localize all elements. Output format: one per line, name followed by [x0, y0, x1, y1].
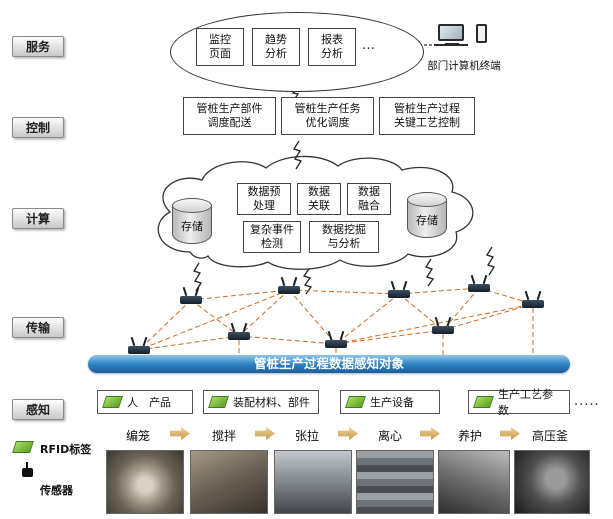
- layer-label-transmission: 传输: [12, 317, 64, 338]
- layer-label-compute: 计算: [12, 208, 64, 229]
- wireless-ap-icon: [325, 340, 347, 348]
- process-step-mixing: 搅拌: [211, 429, 236, 443]
- desktop-computer-icon: [434, 24, 468, 46]
- photo-tensioning: [274, 450, 352, 514]
- wireless-ap-icon: [228, 332, 250, 340]
- perception-box-label: 人 产品: [127, 396, 171, 409]
- perception-banner: 管桩生产过程数据感知对象: [88, 355, 570, 373]
- compute-box-correlation: 数据关联: [297, 183, 341, 215]
- wireless-ap-icon: [388, 290, 410, 298]
- perception-box-people-product: 人 产品: [97, 390, 193, 414]
- photo-cage-winding: [106, 450, 184, 514]
- legend-rfid-label: RFID标签: [40, 443, 92, 456]
- process-step-centrifugal: 离心: [377, 429, 402, 443]
- photo-curing: [438, 450, 510, 514]
- photo-autoclave: [514, 450, 590, 514]
- process-arrow-icon: [255, 427, 275, 440]
- perception-ellipsis: .....: [574, 394, 600, 409]
- legend-rfid-tag-icon: [12, 441, 34, 453]
- service-ellipsis: …: [362, 38, 376, 53]
- process-arrow-icon: [420, 427, 440, 440]
- storage-cylinder-right: 存储: [407, 192, 447, 238]
- legend-sensor-label: 传感器: [40, 484, 73, 497]
- mobile-terminal-icon: [476, 24, 487, 43]
- storage-label: 存储: [416, 214, 438, 227]
- service-box-label: 监控页面: [209, 33, 231, 60]
- service-box-label: 报表分析: [321, 33, 343, 60]
- layer-label-perception: 感知: [12, 399, 64, 420]
- control-box-process-control: 管桩生产过程关键工艺控制: [379, 97, 475, 135]
- perception-box-equipment: 生产设备: [340, 390, 440, 414]
- control-box-task-scheduling: 管桩生产任务优化调度: [281, 97, 374, 135]
- rfid-tag-icon: [208, 396, 229, 408]
- control-box-dispatch: 管桩生产部件调度配送: [183, 97, 276, 135]
- wireless-ap-icon: [468, 284, 490, 292]
- rfid-tag-icon: [102, 396, 123, 408]
- layer-label-service: 服务: [12, 36, 64, 57]
- process-step-curing: 养护: [457, 429, 482, 443]
- storage-cylinder-left: 存储: [172, 198, 212, 244]
- control-box-label: 管桩生产部件调度配送: [196, 102, 263, 129]
- process-step-tensioning: 张拉: [294, 429, 319, 443]
- perception-box-label: 装配材料、部件: [233, 396, 310, 409]
- terminal-label: 部门计算机终端: [427, 60, 501, 72]
- storage-label: 存储: [181, 220, 203, 233]
- service-box-label: 趋势分析: [265, 33, 287, 60]
- process-arrow-icon: [500, 427, 520, 440]
- compute-box-event-detection: 复杂事件检测: [243, 221, 301, 253]
- perception-box-materials-parts: 装配材料、部件: [203, 390, 319, 414]
- compute-box-fusion: 数据融合: [347, 183, 391, 215]
- wireless-ap-icon: [180, 296, 202, 304]
- service-box-report-analysis: 报表分析: [308, 28, 356, 66]
- compute-box-mining: 数据挖掘与分析: [309, 221, 379, 253]
- process-arrow-icon: [338, 427, 358, 440]
- rfid-tag-icon: [345, 396, 366, 408]
- wireless-ap-icon: [522, 300, 544, 308]
- layer-label-control: 控制: [12, 117, 64, 138]
- wireless-ap-icon: [278, 286, 300, 294]
- rfid-tag-icon: [473, 396, 494, 408]
- compute-box-label: 数据挖掘与分析: [322, 223, 366, 250]
- wireless-ap-icon: [128, 346, 150, 354]
- service-box-trend-analysis: 趋势分析: [252, 28, 300, 66]
- process-arrow-icon: [170, 427, 190, 440]
- wireless-ap-icon: [432, 326, 454, 334]
- compute-box-preprocess: 数据预处理: [237, 183, 291, 215]
- compute-box-label: 数据关联: [308, 185, 330, 212]
- control-box-label: 管桩生产过程关键工艺控制: [394, 102, 460, 129]
- perception-box-label: 生产工艺参数: [498, 388, 553, 417]
- photo-centrifugal: [356, 450, 434, 514]
- service-box-monitor-page: 监控页面: [196, 28, 244, 66]
- compute-box-label: 数据预处理: [247, 185, 281, 212]
- legend-sensor-icon: [22, 462, 33, 477]
- perception-box-label: 生产设备: [370, 396, 414, 409]
- perception-box-process-params: 生产工艺参数: [468, 388, 570, 417]
- photo-mixing: [190, 450, 268, 514]
- compute-box-label: 复杂事件检测: [250, 223, 294, 250]
- process-step-autoclave: 高压釜: [531, 429, 568, 443]
- compute-box-label: 数据融合: [358, 185, 380, 212]
- control-box-label: 管桩生产任务优化调度: [294, 102, 361, 129]
- process-step-cage-winding: 编笼: [125, 429, 150, 443]
